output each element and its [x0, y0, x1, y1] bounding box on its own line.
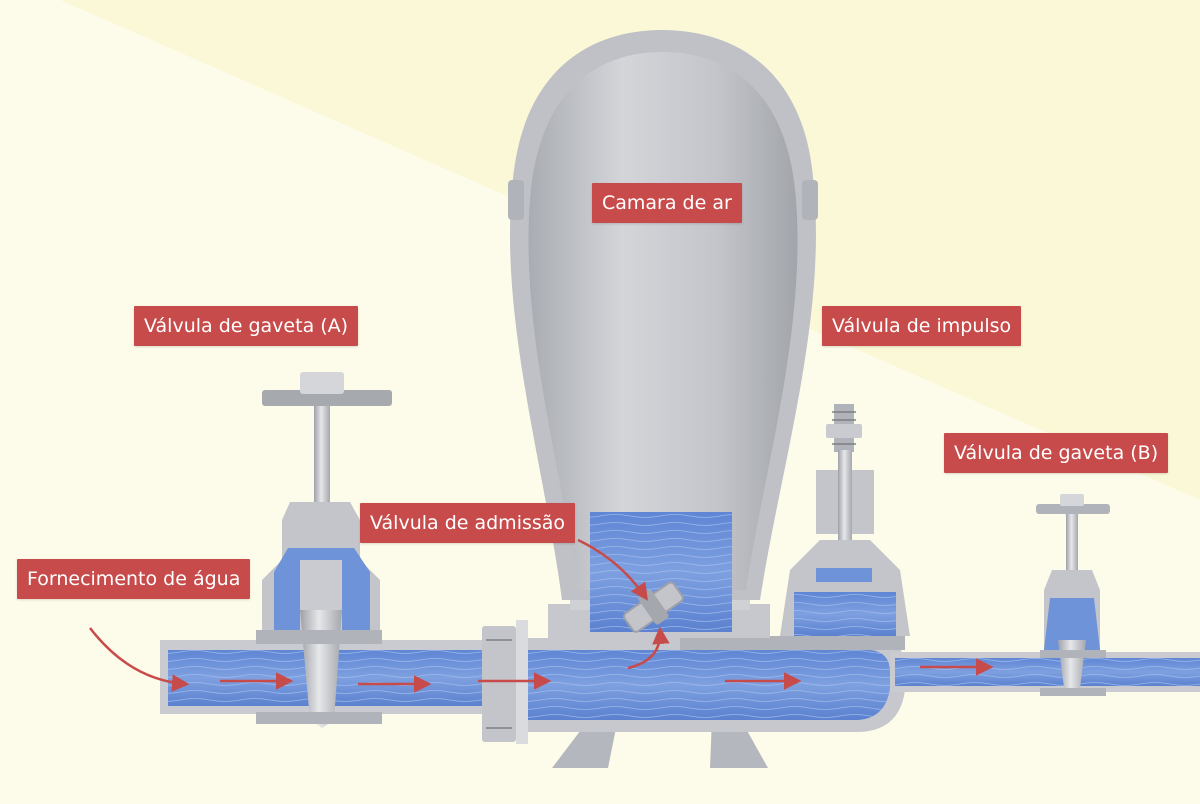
output-pipe	[890, 652, 1200, 692]
label-valvula-admissao: Válvula de admissão	[360, 503, 576, 543]
impulse-valve	[780, 404, 910, 636]
gate-valve-a	[256, 372, 392, 728]
label-camara-de-ar: Camara de ar	[592, 183, 742, 223]
admission-label-arrow	[577, 538, 648, 601]
supply-pipe	[160, 640, 525, 714]
label-valvula-gaveta-b: Válvula de gaveta (B)	[944, 433, 1169, 473]
flow-arrows	[89, 538, 994, 693]
pump-body	[520, 636, 905, 732]
supply-inlet-arrow	[89, 627, 190, 692]
label-valvula-impulso: Válvula de impulso	[822, 306, 1022, 346]
label-fornecimento-agua: Fornecimento de água	[17, 559, 251, 599]
label-valvula-gaveta-a: Válvula de gaveta (A)	[134, 306, 359, 346]
admission-inlet-arrow	[627, 626, 670, 670]
gate-valve-b	[1036, 494, 1110, 696]
